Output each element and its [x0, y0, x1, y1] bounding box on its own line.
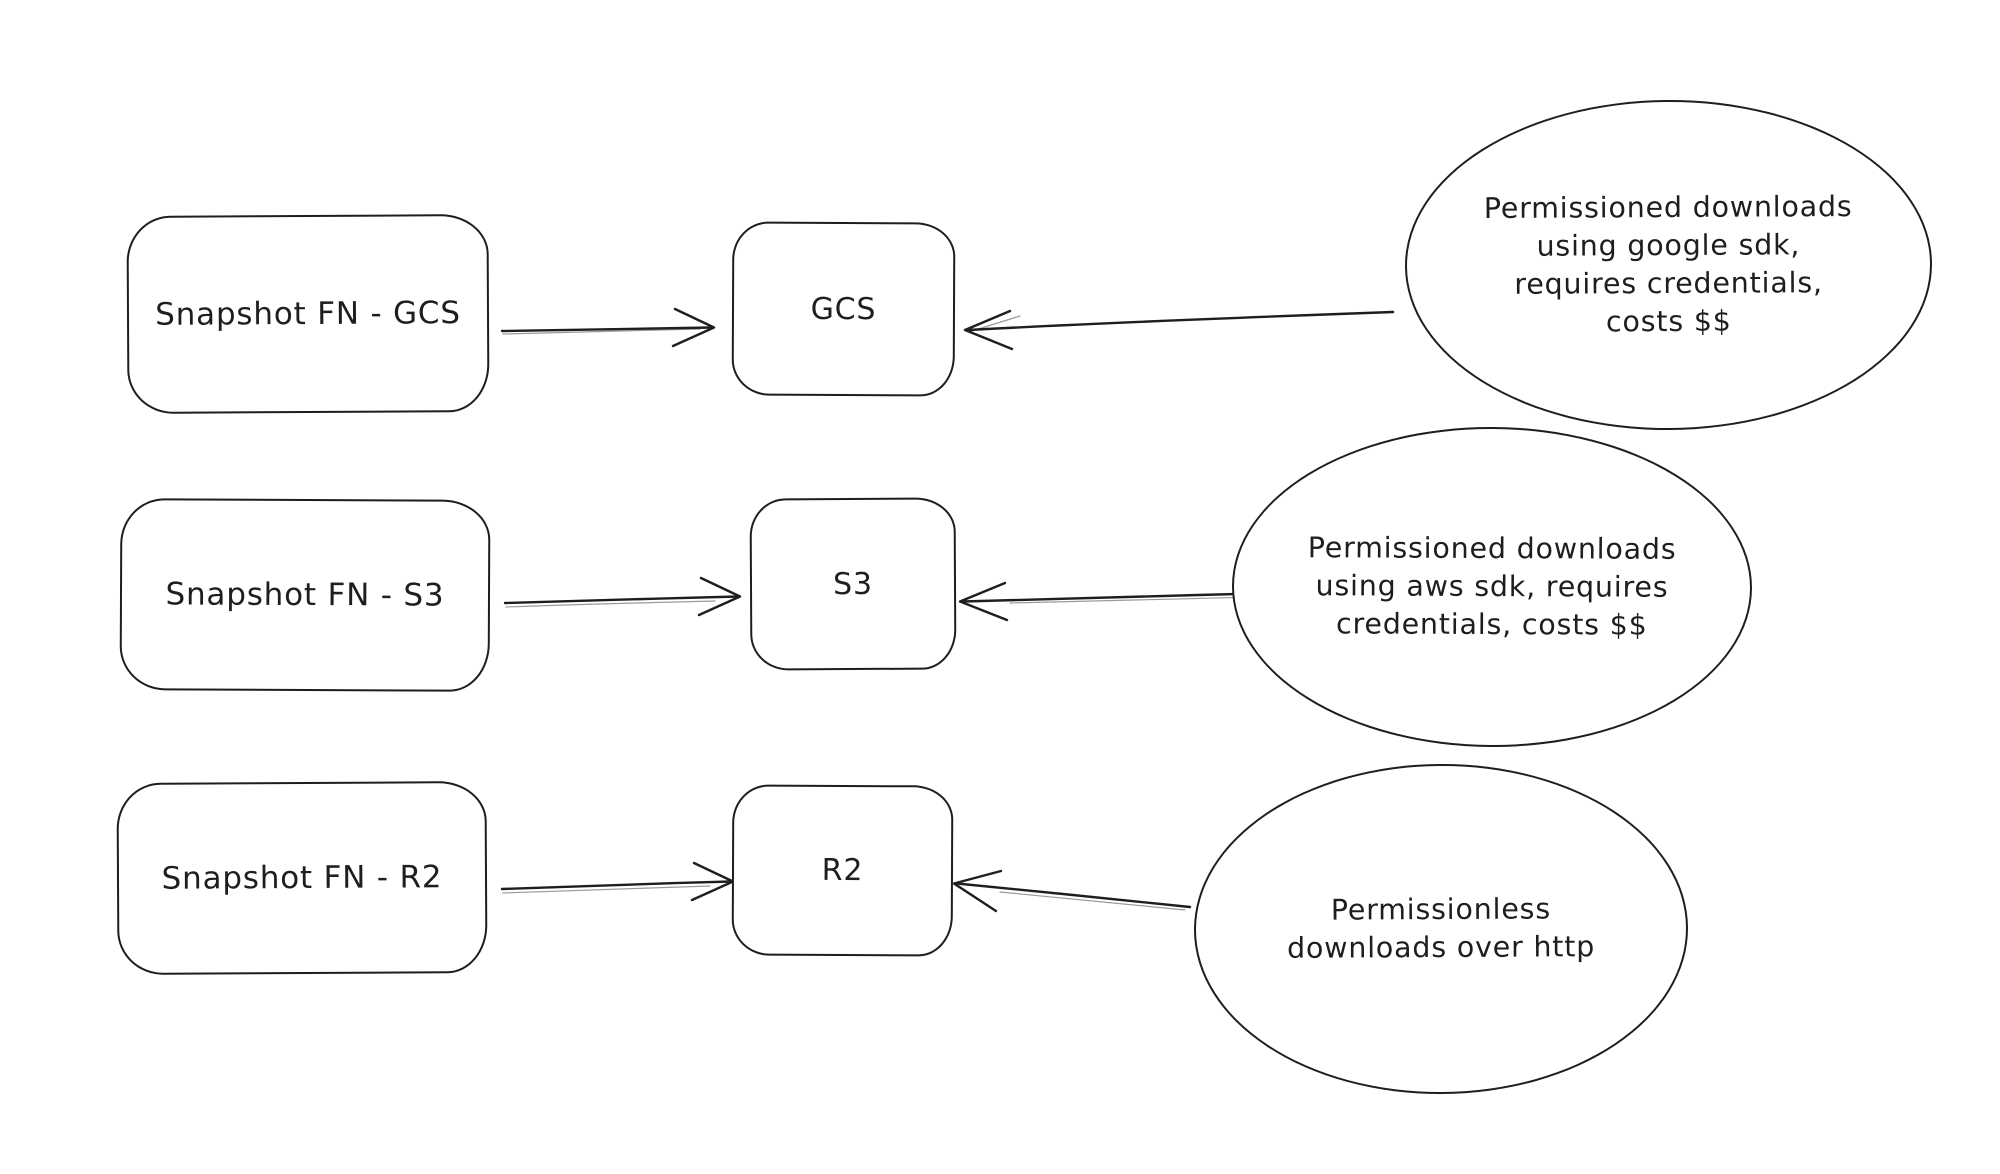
arrow-snapshot-gcs-to-gcs	[500, 307, 716, 348]
note-ellipse-google: Permissioned downloads using google sdk,…	[1404, 98, 1933, 432]
node-r2: R2	[731, 784, 954, 957]
node-snapshot-fn-gcs-label: Snapshot FN - GCS	[155, 295, 461, 333]
note-line: Permissioned downloads	[1483, 190, 1853, 225]
note-line: using google sdk,	[1536, 228, 1801, 263]
arrow-snapshot-r2-to-r2	[500, 861, 735, 902]
arrow-snapshot-s3-to-s3	[503, 576, 742, 617]
note-line: requires credentials,	[1514, 266, 1823, 301]
note-line: credentials, costs $$	[1335, 607, 1648, 642]
note-ellipse-http: Permissionless downloads over http	[1193, 762, 1689, 1096]
note-line: using aws sdk, requires	[1315, 569, 1669, 604]
node-snapshot-fn-r2: Snapshot FN - R2	[116, 781, 488, 975]
node-snapshot-fn-gcs: Snapshot FN - GCS	[126, 214, 490, 414]
node-snapshot-fn-r2-label: Snapshot FN - R2	[161, 859, 443, 897]
node-s3: S3	[749, 497, 957, 671]
node-r2-label: R2	[821, 852, 864, 889]
node-snapshot-fn-s3-label: Snapshot FN - S3	[165, 576, 445, 614]
note-ellipse-google-text: Permissioned downloads using google sdk,…	[1484, 188, 1853, 342]
node-snapshot-fn-s3: Snapshot FN - S3	[119, 498, 491, 692]
note-line: costs $$	[1605, 304, 1732, 339]
arrow-note-google-to-gcs	[963, 309, 1395, 351]
note-ellipse-aws: Permissioned downloads using aws sdk, re…	[1231, 425, 1753, 749]
node-s3-label: S3	[833, 566, 873, 602]
node-gcs: GCS	[731, 221, 956, 397]
note-ellipse-aws-text: Permissioned downloads using aws sdk, re…	[1307, 529, 1677, 645]
arrow-note-http-to-r2	[952, 869, 1192, 913]
note-line: Permissioned downloads	[1307, 531, 1677, 566]
node-gcs-label: GCS	[810, 291, 877, 327]
note-line: downloads over http	[1286, 930, 1596, 965]
note-line: Permissionless	[1330, 892, 1552, 927]
note-ellipse-http-text: Permissionless downloads over http	[1287, 890, 1595, 968]
